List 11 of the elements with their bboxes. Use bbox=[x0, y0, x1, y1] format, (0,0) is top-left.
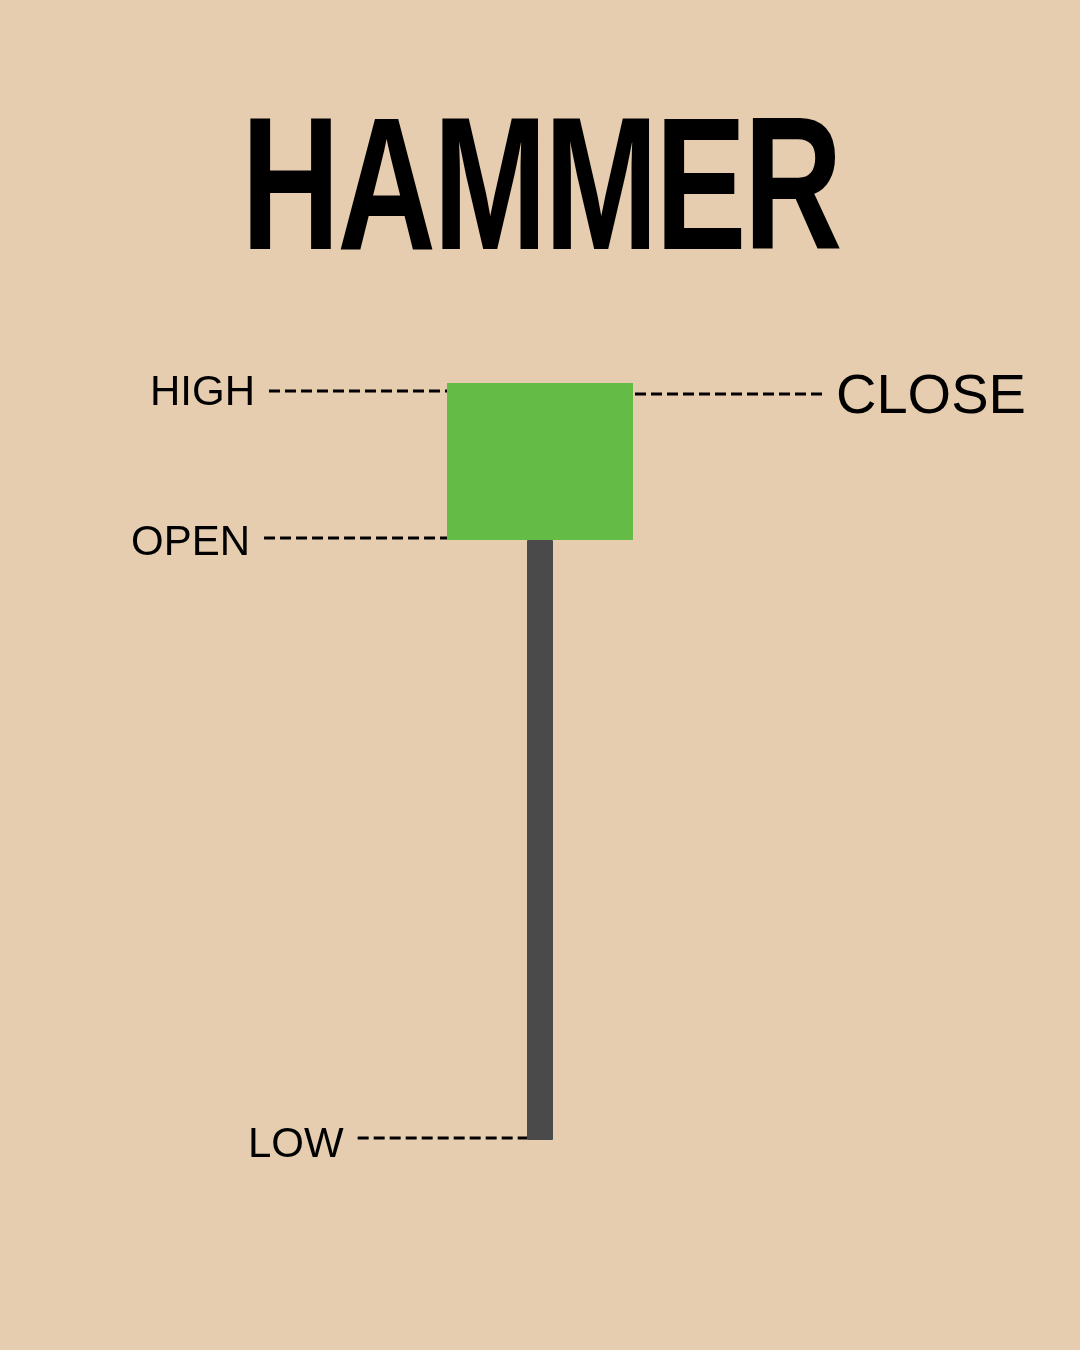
price-label: HIGH bbox=[150, 370, 255, 412]
leader-line bbox=[264, 536, 447, 540]
leader-line bbox=[633, 392, 822, 396]
price-label: LOW bbox=[248, 1122, 344, 1164]
leader-line bbox=[269, 389, 447, 393]
candle-body bbox=[447, 383, 633, 540]
candle-wick bbox=[527, 540, 553, 1140]
leader-line bbox=[357, 1136, 527, 1140]
title: HAMMER bbox=[240, 88, 840, 278]
price-label: OPEN bbox=[131, 520, 251, 562]
price-label: CLOSE bbox=[836, 366, 1026, 422]
